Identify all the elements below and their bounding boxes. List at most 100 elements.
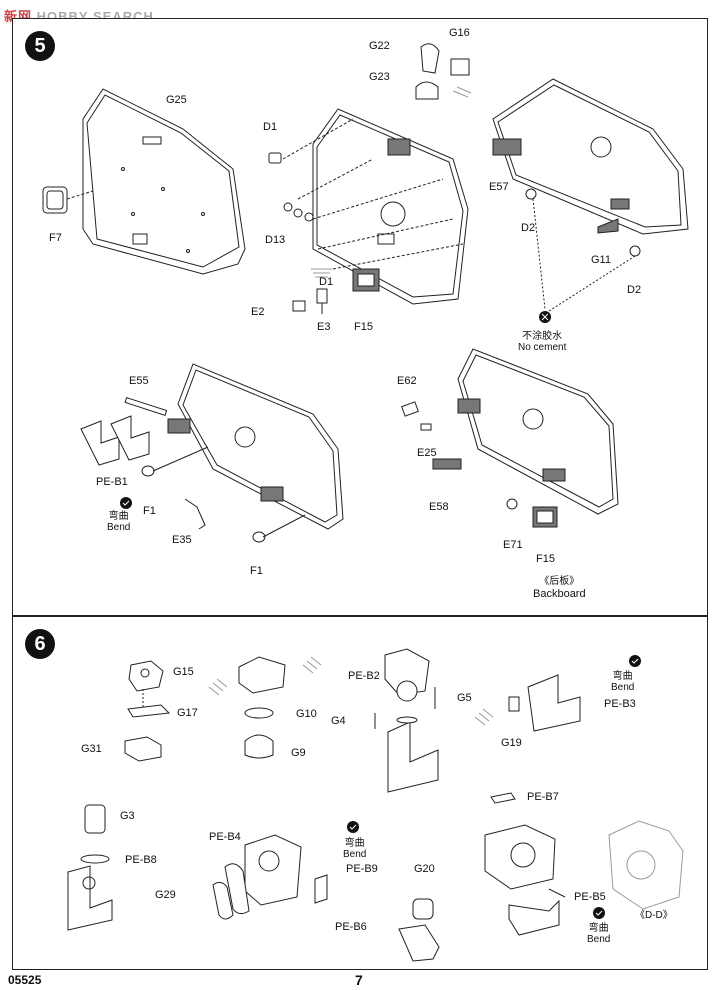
label-pe-b7: PE-B7 (527, 791, 559, 803)
label-e62: E62 (397, 375, 417, 387)
part-pe-b1 (80, 415, 150, 466)
label-g22: G22 (369, 40, 390, 52)
label-g29: G29 (155, 889, 176, 901)
label-pe-b8: PE-B8 (125, 854, 157, 866)
part-g20-pe-b6 (398, 898, 440, 962)
footer-page-number: 7 (355, 972, 363, 988)
label-g5: G5 (457, 692, 472, 704)
plate-g25 (82, 88, 246, 275)
part-g31 (124, 736, 162, 762)
label-f7: F7 (49, 232, 62, 244)
hatch-arrow-3 (474, 708, 494, 726)
label-e35: E35 (172, 534, 192, 546)
part-d2 (525, 188, 641, 257)
part-pe-b4-g29-assy (212, 834, 328, 920)
bend-icon-6c (593, 907, 605, 919)
part-g3-pe-b8-assy (67, 804, 113, 931)
label-pe-b4: PE-B4 (209, 831, 241, 843)
label-g25: G25 (166, 94, 187, 106)
label-pe-b1: PE-B1 (96, 476, 128, 488)
label-e25: E25 (417, 447, 437, 459)
label-e58: E58 (429, 501, 449, 513)
label-g20: G20 (414, 863, 435, 875)
bend-icon-5 (120, 497, 132, 509)
backboard-note: 《后板》Backboard (533, 576, 586, 600)
assembly-pe-b7-b5 (484, 792, 566, 936)
plate-right (492, 78, 689, 235)
hatch-arrow-1 (208, 678, 228, 696)
label-pe-b6: PE-B6 (335, 921, 367, 933)
label-g17: G17 (177, 707, 198, 719)
part-f15-mid (352, 268, 380, 292)
part-d13 (283, 202, 314, 222)
step-5-panel: 5 (12, 18, 708, 616)
label-e71: E71 (503, 539, 523, 551)
part-g17 (127, 704, 171, 718)
label-g23: G23 (369, 71, 390, 83)
label-d13: D13 (265, 234, 286, 246)
bend-icon-6b (347, 821, 359, 833)
label-pe-b9: PE-B9 (346, 863, 378, 875)
label-d1-top: D1 (263, 121, 278, 133)
hatch-arrow-mid (311, 268, 332, 278)
footer-code: 05525 (8, 973, 42, 987)
part-g15 (128, 660, 164, 692)
view-d-d-label: 《D-D》 (635, 910, 673, 921)
plate-middle (282, 108, 469, 305)
label-g9: G9 (291, 747, 306, 759)
part-d1-top (268, 152, 282, 164)
label-e2: E2 (251, 306, 265, 318)
label-g15: G15 (173, 666, 194, 678)
label-g11: G11 (591, 254, 611, 266)
bend-icon-6a (629, 655, 641, 667)
part-e2-e3 (292, 288, 328, 314)
step-6-drawings (67, 648, 684, 962)
label-f15-back: F15 (536, 553, 555, 565)
hatch-arrow-2 (302, 656, 322, 674)
part-e35 (184, 498, 206, 530)
label-g4: G4 (331, 715, 346, 727)
part-f1-upper (141, 446, 209, 477)
label-pe-b2: PE-B2 (348, 670, 380, 682)
label-d2-bottom: D2 (627, 284, 642, 296)
part-pe-b3 (508, 674, 581, 732)
view-d-d (608, 820, 684, 910)
plate-backboard (457, 348, 619, 515)
label-g31: G31 (81, 743, 102, 755)
part-e71 (506, 498, 518, 510)
label-e3: E3 (317, 321, 331, 333)
part-g22-g23-g16 (415, 43, 472, 100)
label-e57: E57 (489, 181, 509, 193)
part-g10-g9-assy (238, 656, 286, 759)
label-f1-lower: F1 (250, 565, 263, 577)
label-e55: E55 (129, 375, 149, 387)
label-d1-bottom: D1 (319, 276, 334, 288)
label-f1-upper: F1 (143, 505, 156, 517)
plate-lower-left (167, 363, 344, 530)
part-g11 (597, 218, 619, 234)
part-f15-back (532, 506, 558, 528)
part-e62-e25-e58 (401, 401, 462, 470)
step-number-badge: 6 (25, 629, 55, 659)
label-g3: G3 (120, 810, 135, 822)
assembly-pe-b2 (374, 648, 439, 793)
step-6-panel: 6 (12, 616, 708, 970)
label-g10: G10 (296, 708, 317, 720)
label-f15-mid: F15 (354, 321, 373, 333)
step-number-badge: 5 (25, 31, 55, 61)
part-f7 (42, 186, 94, 214)
label-pe-b3: PE-B3 (604, 698, 636, 710)
part-e55 (124, 396, 168, 416)
label-pe-b5: PE-B5 (574, 891, 606, 903)
label-g19: G19 (501, 737, 522, 749)
label-g16: G16 (449, 27, 470, 39)
no-cement-icon (539, 311, 551, 323)
step-5-drawings (42, 43, 689, 543)
part-f1-lower (252, 514, 306, 543)
label-d2-top: D2 (521, 222, 536, 234)
